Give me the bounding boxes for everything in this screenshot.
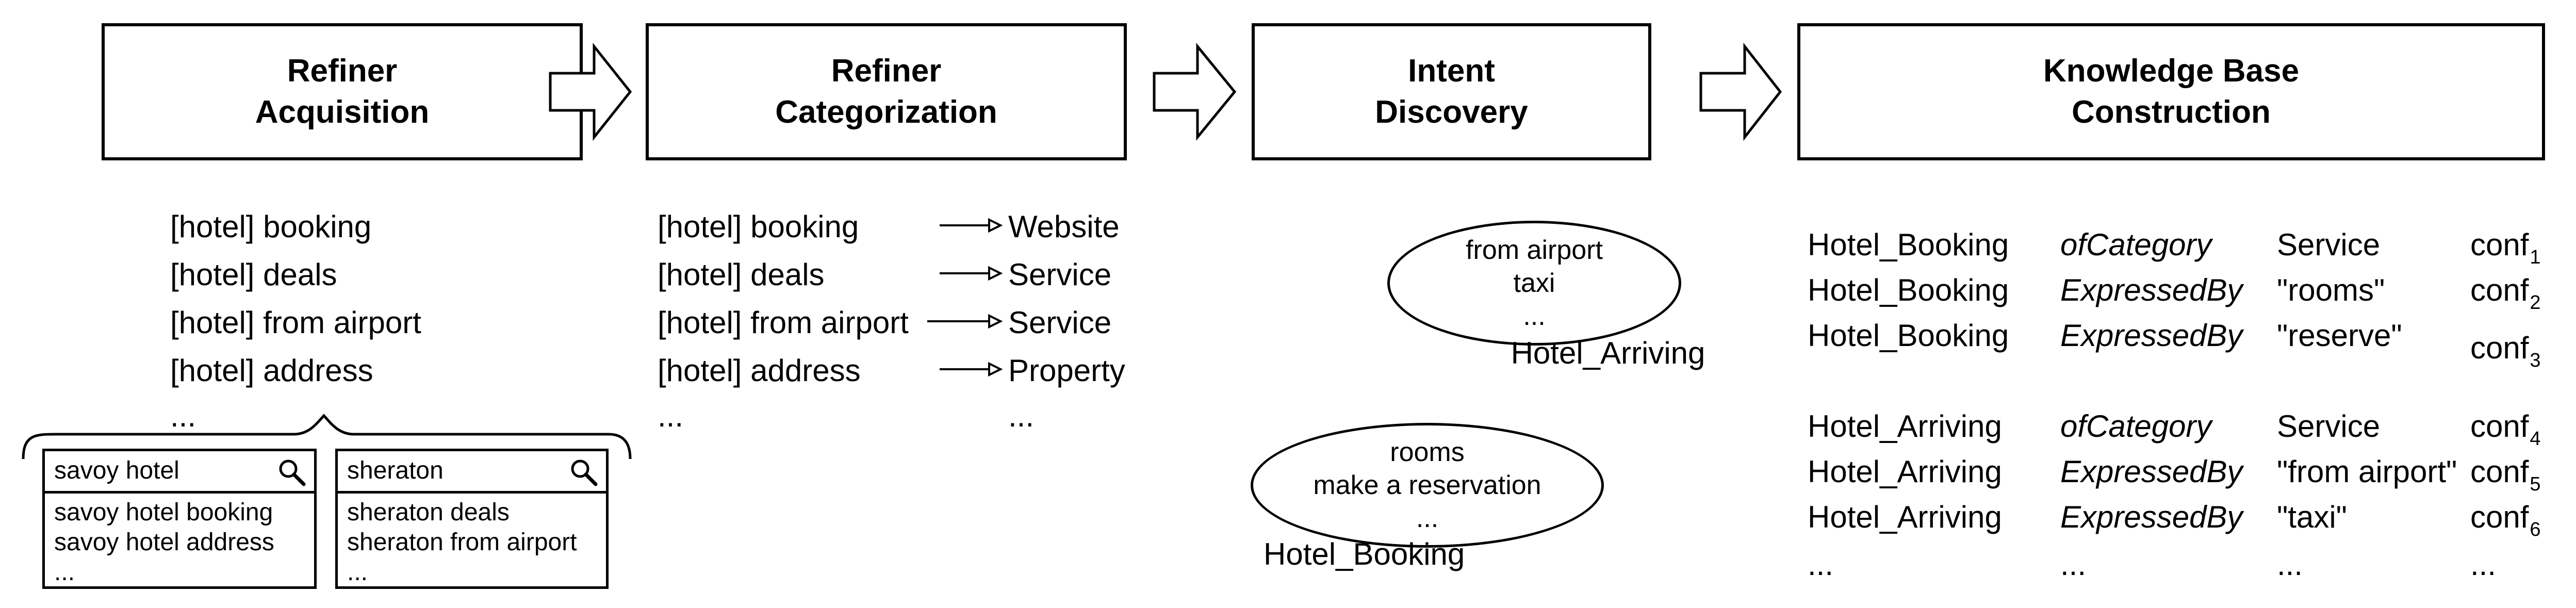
kb-ellipsis: ... [2470,547,2497,582]
intent-phrase-ellipsis: ... [1416,503,1439,533]
intent-phrase: rooms [1390,437,1465,467]
stage-title-line1: Refiner [831,53,942,89]
search-suggestion: savoy hotel address [54,529,274,556]
stage-title-line2: Categorization [775,94,997,130]
search-suggestion-ellipsis: ... [54,558,75,586]
kb-object: "from airport" [2277,454,2457,489]
categorization-refiner: [hotel] deals [658,257,825,292]
stage-box-knowledge-base-construction: Knowledge Base Construction [1797,23,2545,160]
kb-confidence: conf2 [2470,273,2541,314]
kb-subject: Hotel_Arriving [1808,500,2002,534]
stage-box-refiner-acquisition: Refiner Acquisition [102,23,583,160]
kb-object: "reserve" [2277,318,2402,353]
kb-ellipsis: ... [2060,547,2087,582]
intent-cluster-ellipse: rooms make a reservation ... [1251,423,1604,548]
kb-confidence: conf1 [2470,227,2541,268]
kb-object: Service [2277,409,2381,443]
categorization-refiner: [hotel] from airport [658,305,909,340]
search-input[interactable]: savoy hotel [45,451,314,494]
intent-phrase: make a reservation [1313,470,1541,500]
kb-object: Service [2277,227,2381,262]
categorization-category: Property [1008,353,1125,388]
arrowhead-icon [988,266,1003,281]
search-suggestion-ellipsis: ... [347,558,368,586]
kb-object: "rooms" [2277,273,2385,307]
kb-predicate: ExpressedBy [2060,500,2243,534]
block-arrow-icon [1699,42,1782,141]
categorization-ellipsis: ... [1008,399,1035,433]
categorization-refiner: [hotel] booking [658,209,859,244]
categorization-refiner: [hotel] address [658,353,861,388]
kb-subject: Hotel_Arriving [1808,454,2002,489]
kb-predicate: ofCategory [2060,227,2212,262]
intent-phrase: taxi [1513,268,1555,298]
refiner-list-item: [hotel] address [170,353,373,388]
search-icon [279,459,306,486]
kb-subject: Hotel_Arriving [1808,409,2002,443]
arrowhead-icon [988,314,1003,329]
search-suggestion: sheraton deals [347,499,510,526]
kb-confidence: conf5 [2470,454,2541,495]
kb-confidence: conf3 [2470,331,2541,371]
arrowhead-icon [988,218,1003,233]
arrowhead-icon [988,361,1003,377]
search-query: savoy hotel [54,457,179,484]
search-icon [571,459,598,486]
intent-name: Hotel_Booking [1264,537,1465,571]
search-suggestion-box: sheraton sheraton deals sheraton from ai… [335,449,609,589]
kb-confidence: conf6 [2470,500,2541,540]
categorization-category: Website [1008,209,1120,244]
kb-predicate: ExpressedBy [2060,454,2243,489]
kb-predicate: ExpressedBy [2060,318,2243,353]
stage-box-refiner-categorization: Refiner Categorization [646,23,1127,160]
kb-confidence: conf4 [2470,409,2541,450]
stage-title-line2: Acquisition [255,94,430,130]
search-suggestion-box: savoy hotel savoy hotel booking savoy ho… [42,449,317,589]
search-query: sheraton [347,457,444,484]
refiner-list-item: [hotel] deals [170,257,337,292]
stage-title-line1: Intent [1408,53,1495,89]
search-suggestion: savoy hotel booking [54,499,273,526]
kb-subject: Hotel_Booking [1808,318,2009,353]
kb-object: "taxi" [2277,500,2347,534]
block-arrow-icon [549,42,632,141]
refiner-list-item: [hotel] booking [170,209,372,244]
kb-ellipsis: ... [1808,547,1834,582]
intent-phrase-ellipsis: ... [1523,301,1546,331]
kb-predicate: ExpressedBy [2060,273,2243,307]
stage-title-line1: Knowledge Base [2043,53,2300,89]
categorization-category: Service [1008,305,1112,340]
refiner-list-ellipsis: ... [170,399,196,433]
search-input[interactable]: sheraton [338,451,606,494]
kb-subject: Hotel_Booking [1808,273,2009,307]
intent-name: Hotel_Arriving [1511,336,1705,370]
stage-title-line1: Refiner [287,53,398,89]
search-suggestion: sheraton from airport [347,529,577,556]
kb-subject: Hotel_Booking [1808,227,2009,262]
refiner-list-item: [hotel] from airport [170,305,421,340]
stage-title-line2: Construction [2072,94,2271,130]
intent-cluster-ellipse: from airport taxi ... [1387,221,1681,346]
kb-predicate: ofCategory [2060,409,2212,443]
intent-phrase: from airport [1466,235,1603,265]
categorization-category: Service [1008,257,1112,292]
stage-box-intent-discovery: Intent Discovery [1252,23,1651,160]
curly-brace-icon [22,414,632,459]
categorization-ellipsis: ... [658,399,684,433]
stage-title-line2: Discovery [1375,94,1528,130]
kb-ellipsis: ... [2277,547,2303,582]
block-arrow-icon [1153,42,1237,141]
